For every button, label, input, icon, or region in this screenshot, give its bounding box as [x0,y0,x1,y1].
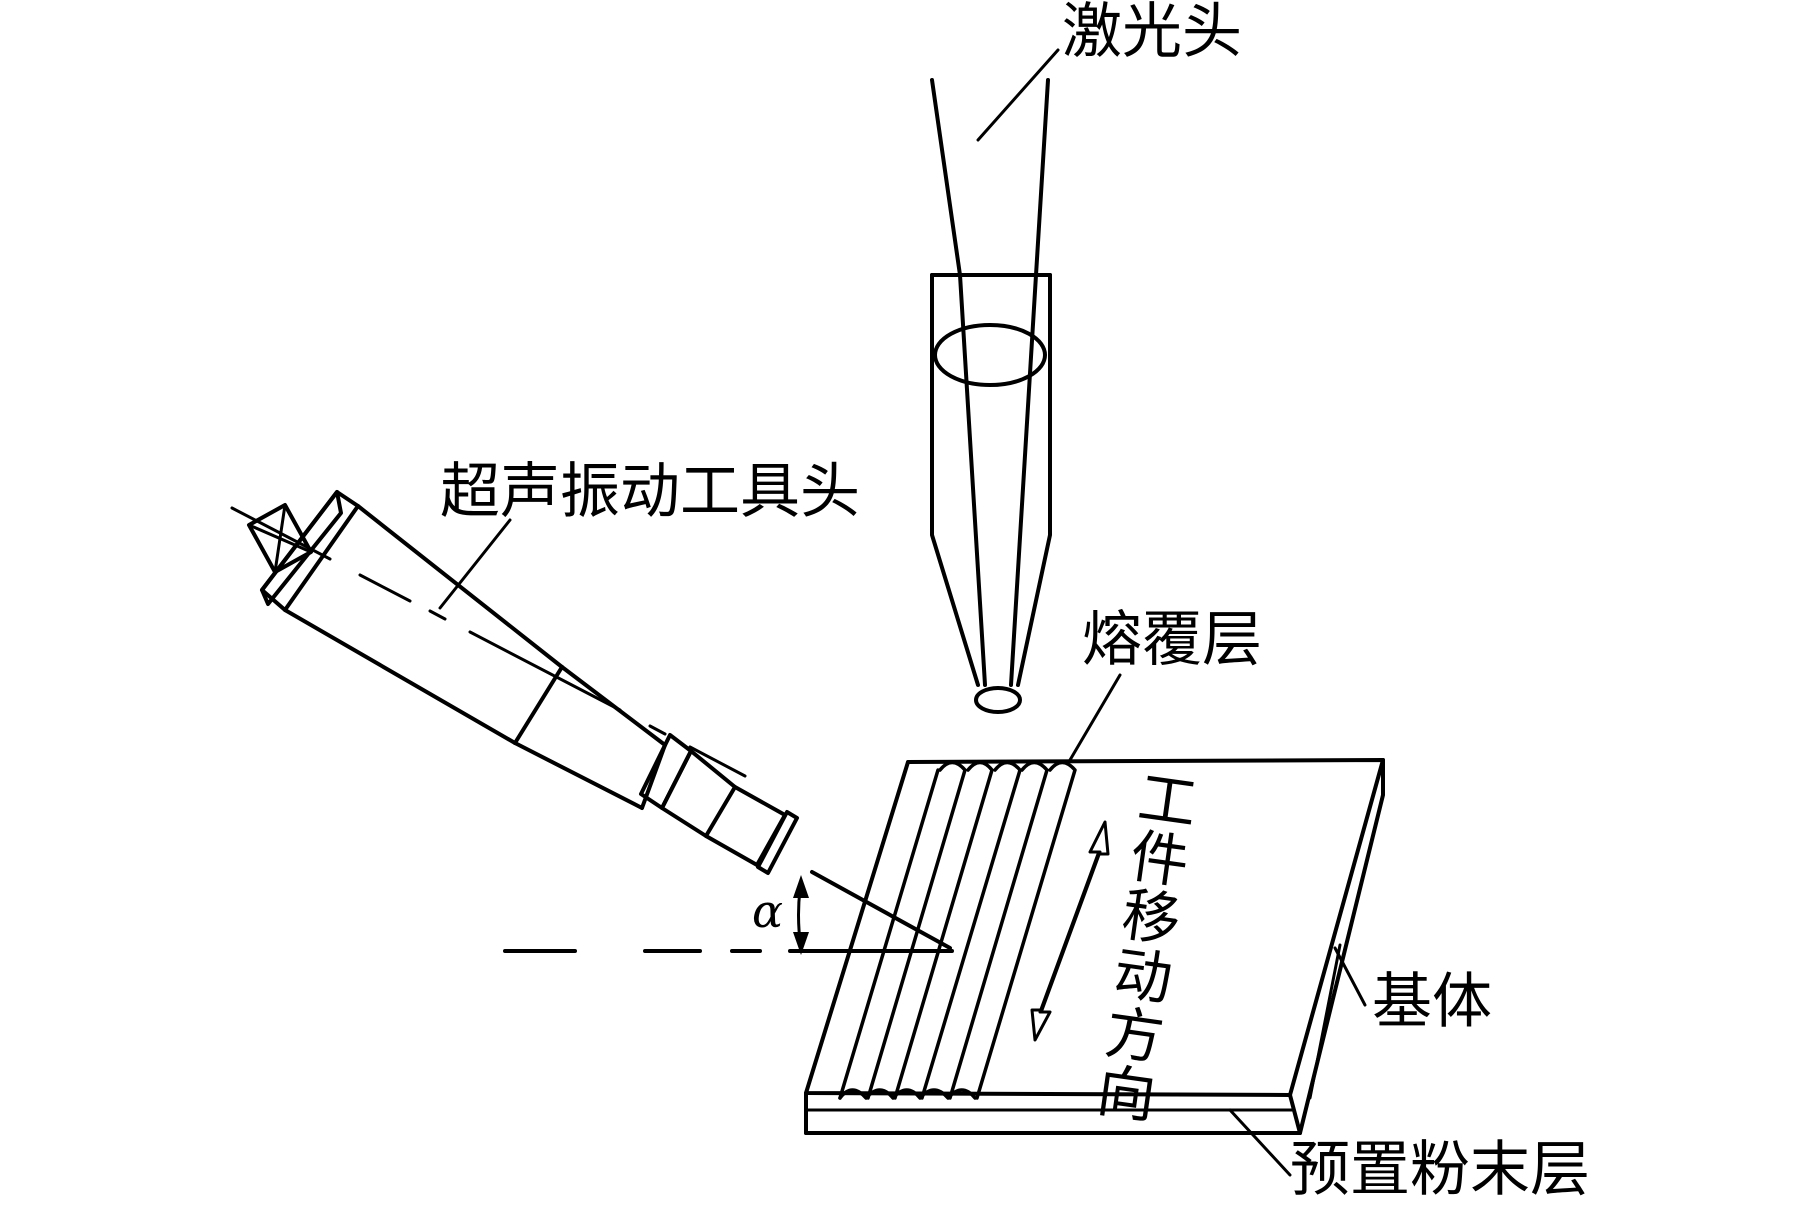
cladding-layer-label: 熔覆层 [1082,605,1262,675]
laser-head-label: 激光头 [1062,0,1242,67]
cladding-layer-tracks [838,673,1122,1100]
angle-alpha-marker [503,870,954,955]
substrate-label: 基体 [1372,967,1492,1037]
workpiece-direction-arrow [1030,820,1110,1042]
ultrasonic-tool-head [230,490,799,875]
ultrasonic-tool-head-label: 超声振动工具头 [440,457,860,527]
laser-head [930,48,1060,714]
angle-alpha-label: α [752,884,784,938]
powder-layer-leader [1228,1108,1292,1177]
substrate-plate [804,758,1385,1135]
substrate-leader [1333,946,1367,1007]
preset-powder-layer-label: 预置粉末层 [1290,1135,1590,1205]
